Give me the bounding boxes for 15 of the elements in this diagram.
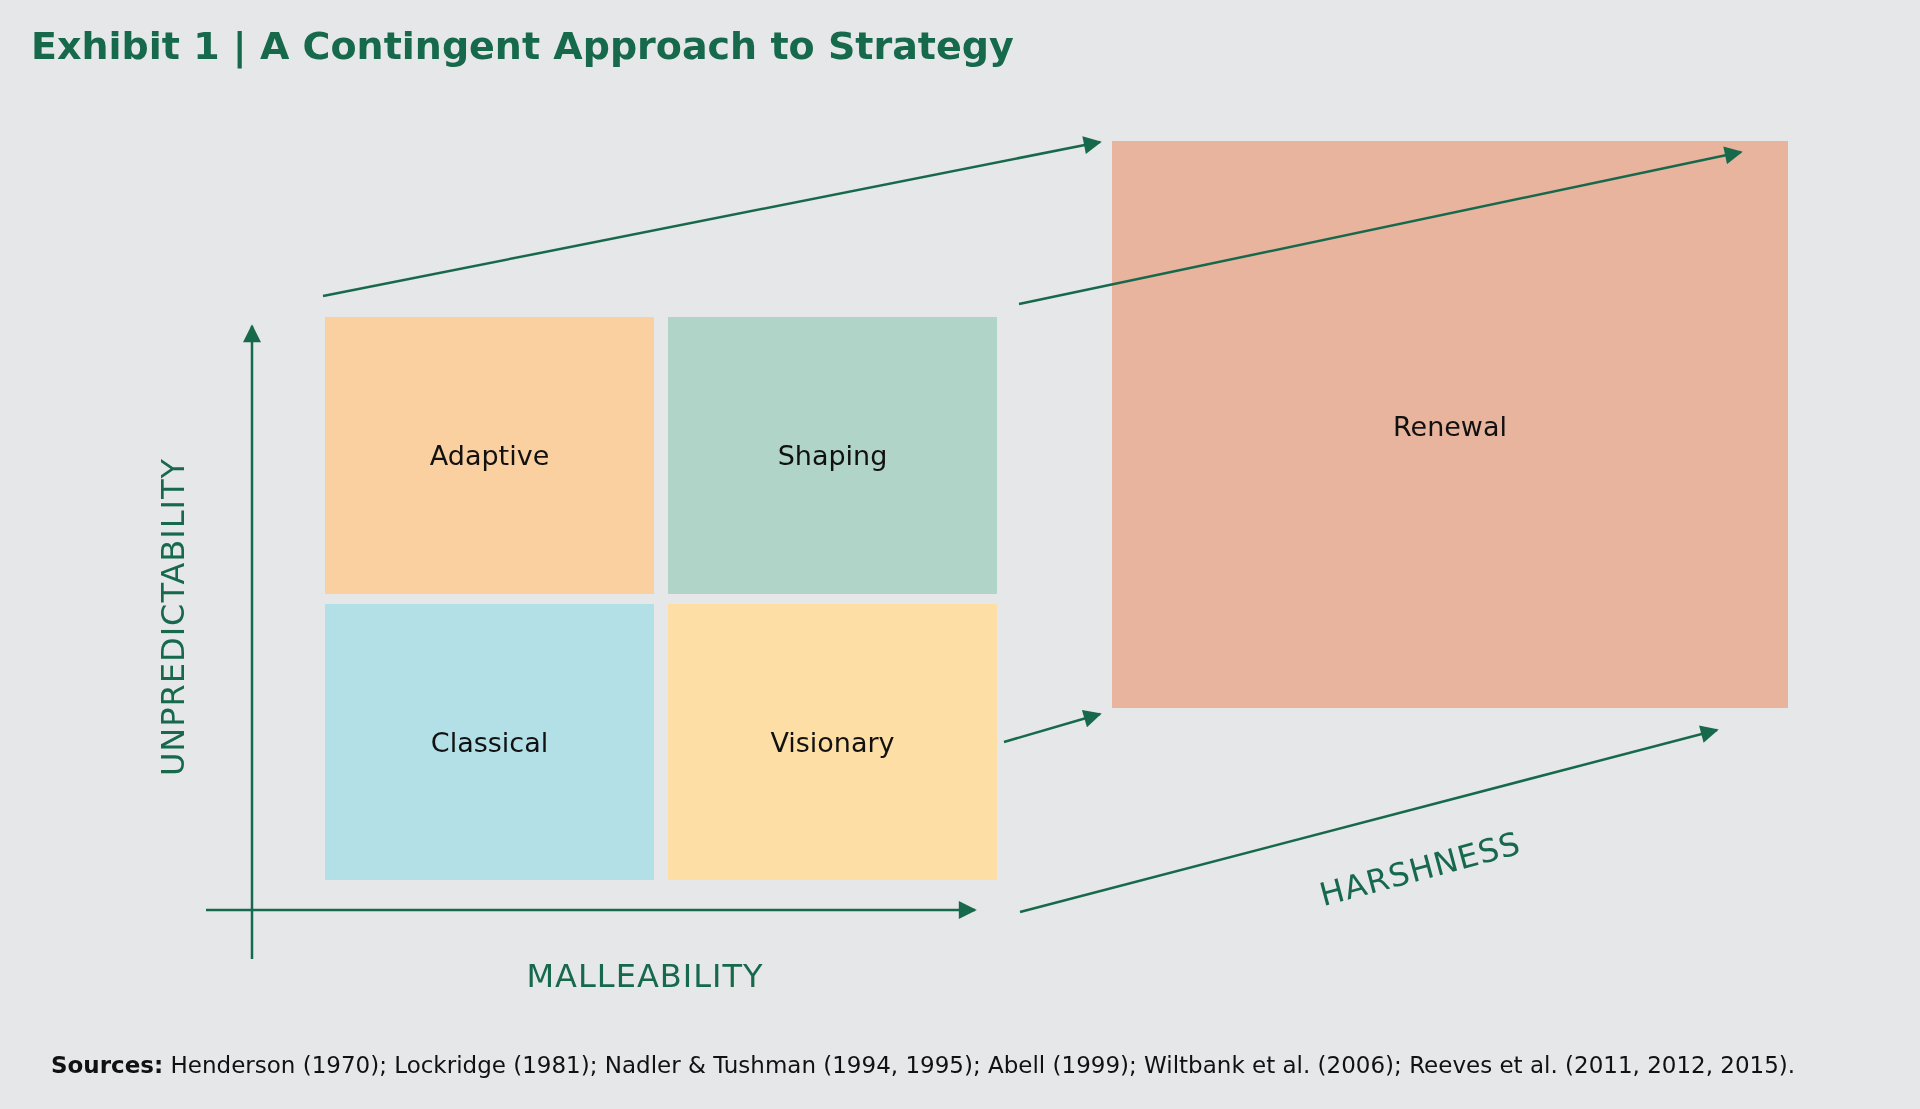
quadrant-label: Visionary [770,726,895,758]
quadrant-label: Renewal [1393,411,1507,442]
renewal-panel [1112,141,1788,708]
sources-note: Sources: Henderson (1970); Lockridge (1981); Nadler & Tushman (1994, 1995); Abell (1999); Wiltbank et al. (2006); Reeves et al. (2011, 2012, 2015). [51,1052,1796,1078]
quadrant-label: Classical [430,726,549,758]
quadrant-box [325,604,654,880]
axis-label: UNPREDICTABILITY [154,457,193,777]
arrow [1003,709,1102,744]
exhibit-title: Exhibit 1 | A Contingent Approach to Strategy [31,24,1014,68]
quadrant-label: Shaping [777,440,888,471]
quadrant-box [668,317,997,594]
quadrant-box [668,604,997,880]
quadrant-box [325,317,654,594]
axis-label: MALLEABILITY [526,957,764,995]
quadrant-label: Adaptive [429,440,550,471]
